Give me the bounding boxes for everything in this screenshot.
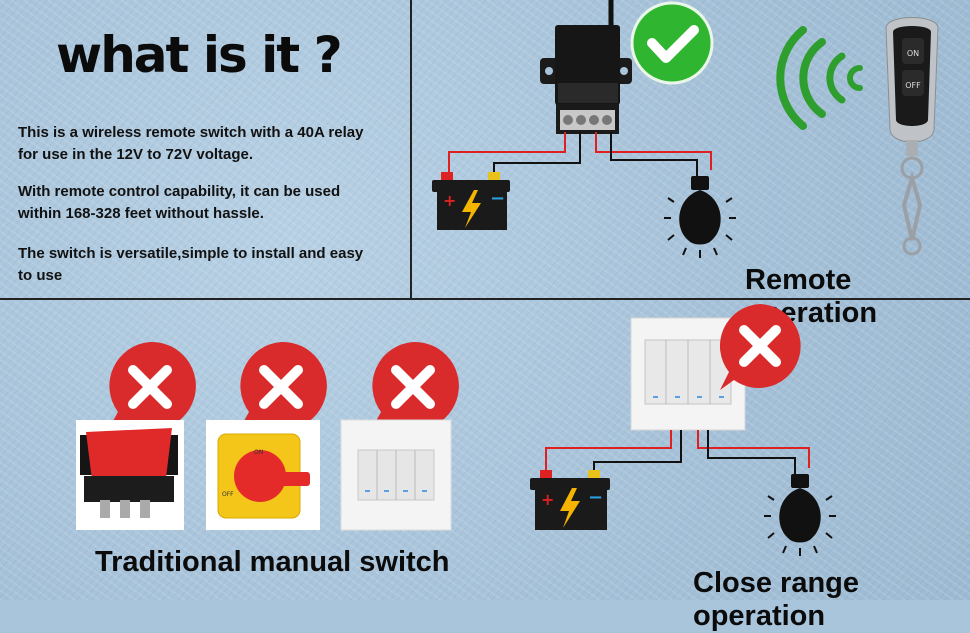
description-line: to use — [18, 267, 63, 284]
vertical-divider — [410, 0, 412, 300]
description-line: The switch is versatile,simple to instal… — [18, 245, 364, 262]
description-paragraph-3: The switch is versatile,simple to instal… — [18, 243, 363, 287]
description-paragraph-2: With remote control capability, it can b… — [18, 181, 340, 225]
horizontal-divider — [0, 298, 970, 300]
rotary-off-label: OFF — [222, 491, 234, 498]
cross-icon — [239, 341, 327, 430]
description-paragraph-1: This is a wireless remote switch with a … — [18, 122, 363, 166]
rotary-on-label: ON — [254, 449, 263, 456]
remote-on-label: ON — [907, 49, 919, 58]
traditional-switches: ON OFF — [76, 341, 459, 531]
description-line: This is a wireless remote switch with a … — [18, 124, 364, 141]
close-range-caption: Close range operation — [693, 567, 859, 632]
description-line: within 168-328 feet without hassle. — [18, 205, 264, 222]
description-line: for use in the 12V to 72V voltage. — [18, 146, 254, 163]
signal-icon — [776, 26, 863, 130]
wiring-bottom — [545, 430, 810, 478]
svg-text:−: − — [490, 188, 505, 209]
wiring-top — [448, 132, 712, 180]
battery-icon: + − — [432, 172, 510, 230]
svg-text:+: + — [541, 490, 554, 509]
battery-icon: + − — [530, 470, 610, 530]
remote-off-label: OFF — [905, 81, 921, 90]
cross-icon — [108, 341, 196, 430]
description-line: With remote control capability, it can b… — [18, 183, 341, 200]
close-range-diagram: + − — [530, 304, 836, 556]
wall-switch-image — [340, 419, 452, 531]
svg-text:+: + — [443, 191, 456, 210]
rocker-switch-image — [76, 420, 184, 530]
bulb-icon — [664, 176, 736, 258]
svg-text:−: − — [588, 487, 603, 508]
cross-icon — [371, 341, 459, 430]
relay-wiring-diagram: + − ON OFF — [432, 0, 939, 258]
rotary-isolator-image: ON OFF — [206, 420, 320, 530]
cross-icon — [719, 304, 801, 390]
check-icon — [630, 1, 714, 85]
remote-keyfob: ON OFF — [885, 17, 939, 256]
traditional-switch-caption: Traditional manual switch — [95, 546, 450, 578]
bulb-icon — [764, 474, 836, 556]
page-title: what is it ? — [56, 26, 343, 84]
relay-module — [540, 0, 632, 134]
